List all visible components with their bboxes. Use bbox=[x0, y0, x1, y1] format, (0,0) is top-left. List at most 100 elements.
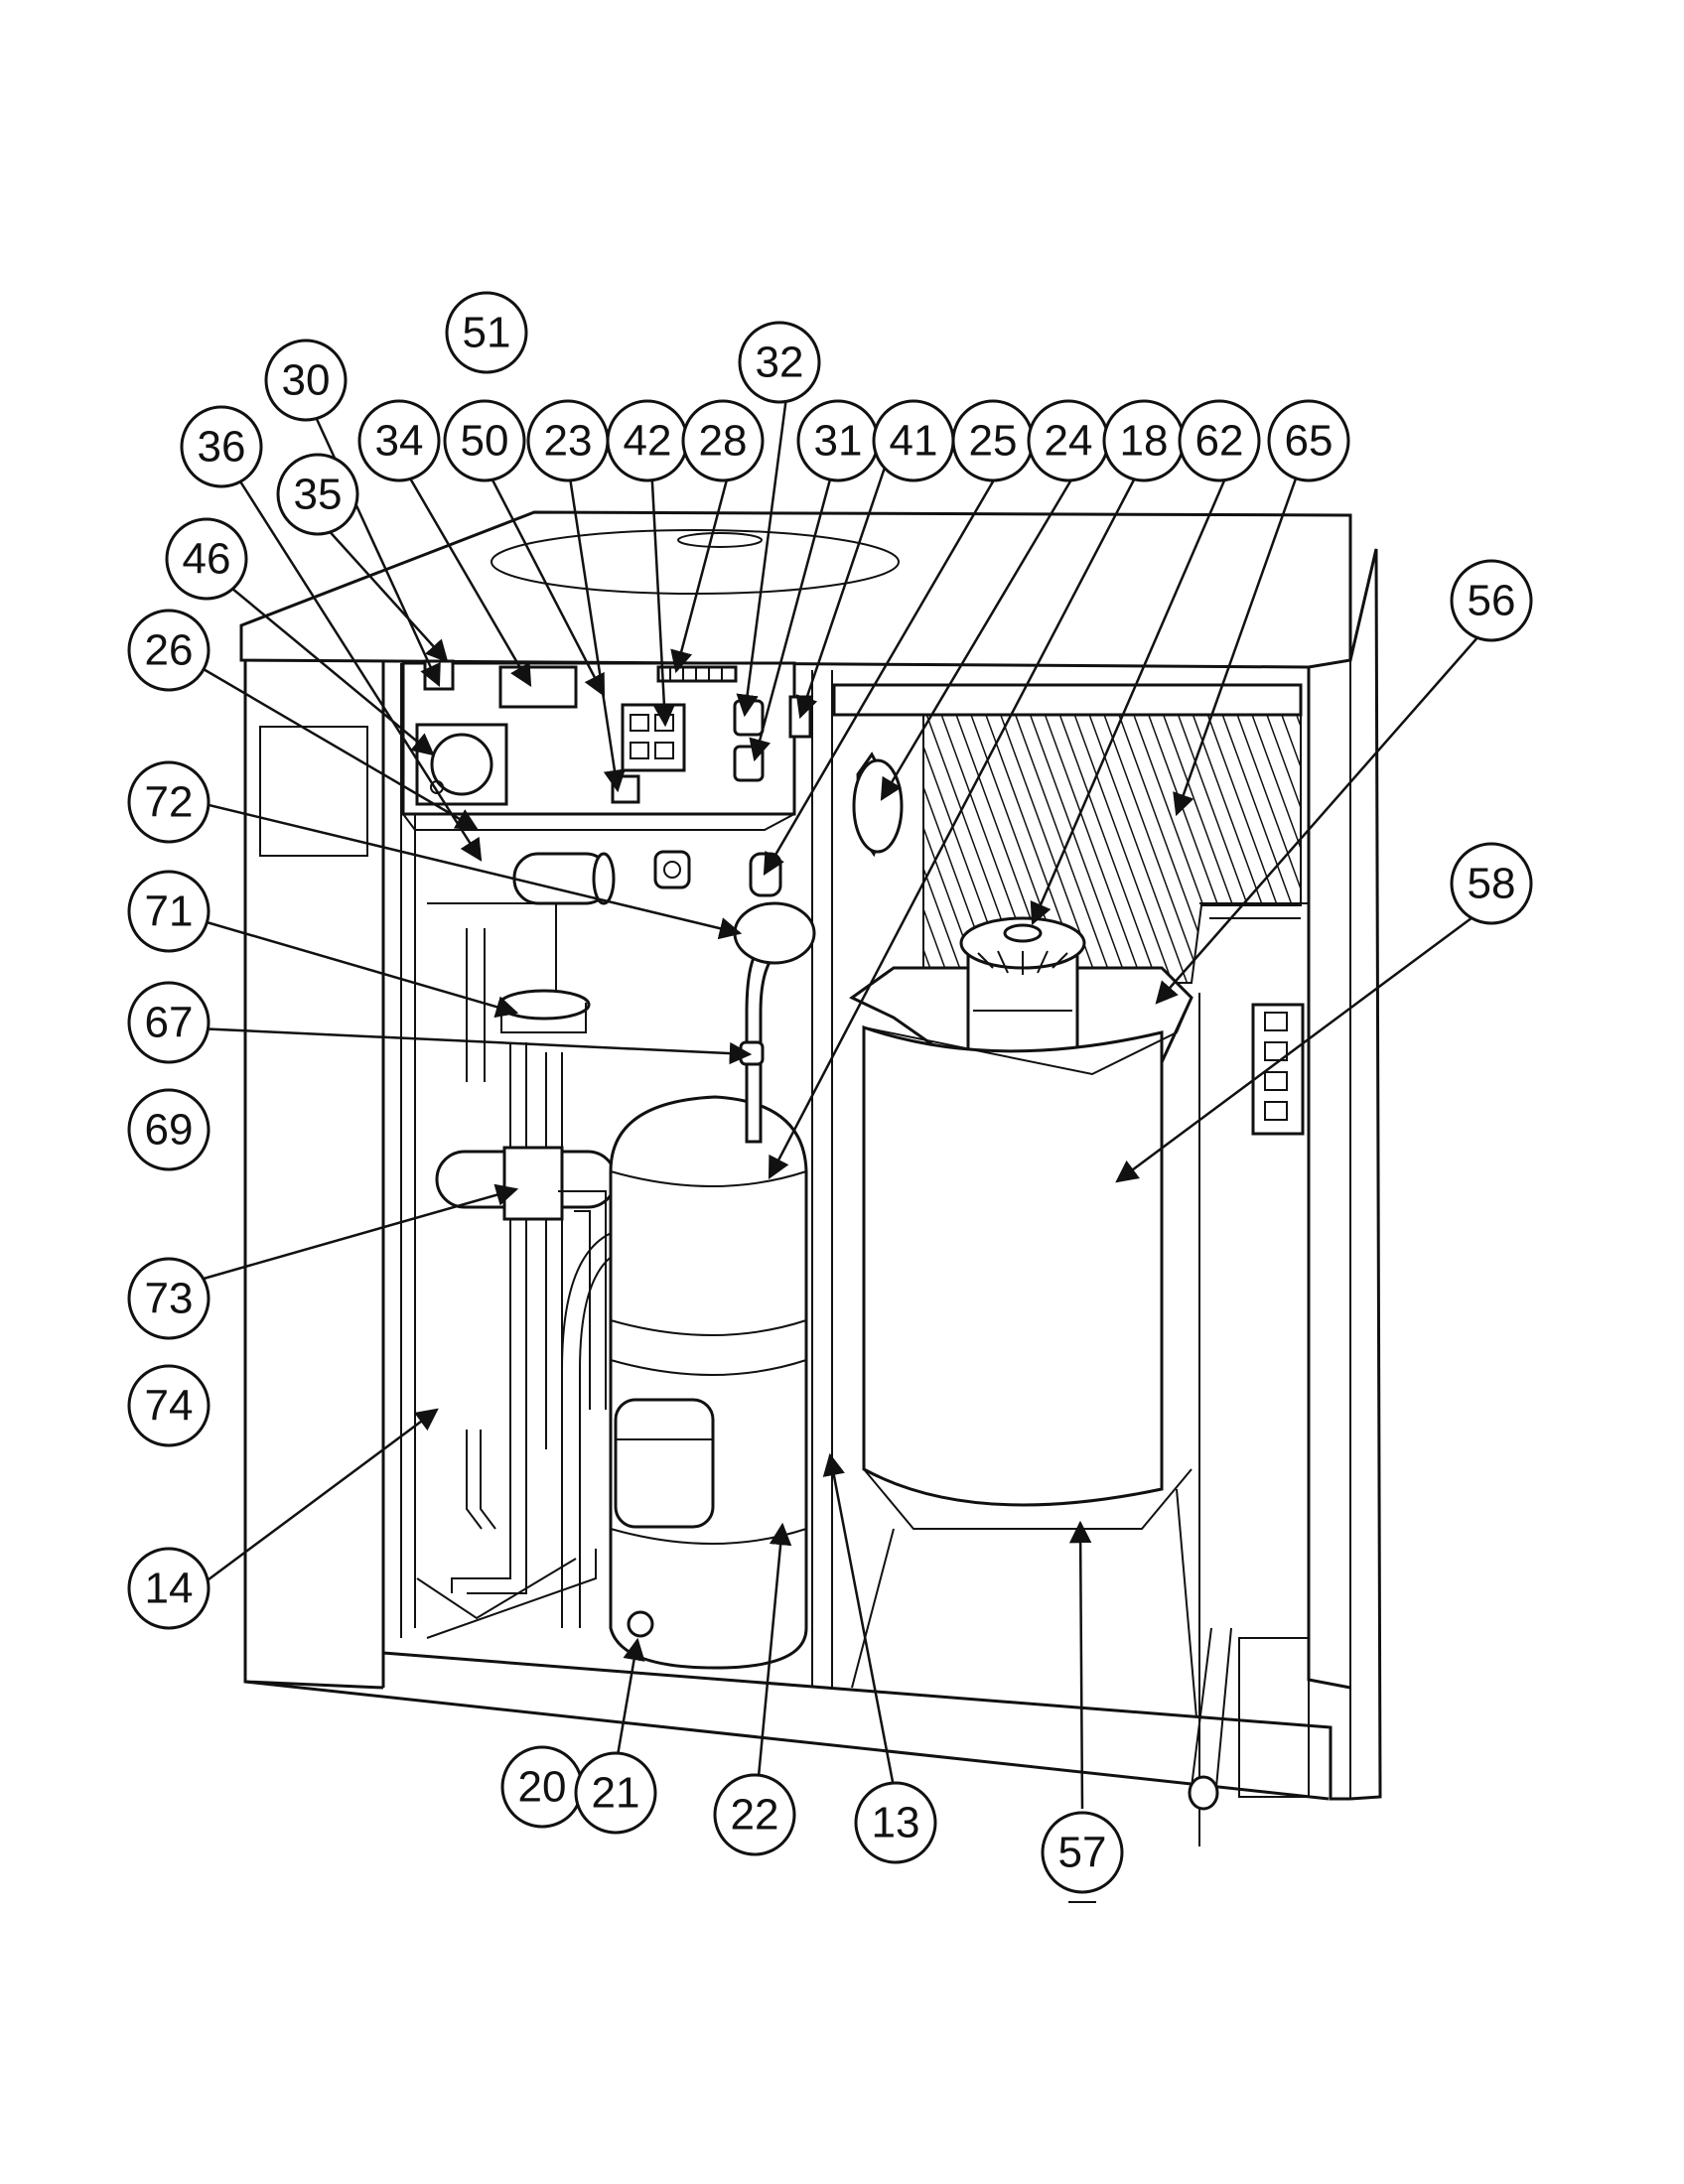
callout-28: 28 bbox=[681, 399, 765, 482]
callout-label-50: 50 bbox=[461, 417, 509, 466]
leader-22 bbox=[756, 1522, 792, 1788]
callout-62: 62 bbox=[1178, 399, 1261, 482]
callout-label-46: 46 bbox=[183, 535, 231, 584]
leader-13 bbox=[822, 1452, 896, 1788]
callout-57: 57 bbox=[1041, 1811, 1124, 1894]
callout-42: 42 bbox=[606, 399, 689, 482]
cabinet bbox=[239, 510, 1382, 1801]
callout-label-28: 28 bbox=[699, 417, 748, 466]
callout-65: 65 bbox=[1267, 399, 1350, 482]
callout-label-24: 24 bbox=[1045, 417, 1093, 466]
callout-71: 71 bbox=[127, 870, 210, 953]
leader-21 bbox=[614, 1637, 645, 1768]
leader-18 bbox=[768, 464, 1144, 1179]
piping-assembly bbox=[416, 852, 642, 1639]
callout-13: 13 bbox=[854, 1781, 937, 1864]
callout-label-14: 14 bbox=[145, 1565, 194, 1613]
leader-26 bbox=[196, 663, 479, 831]
callout-23: 23 bbox=[526, 399, 610, 482]
callout-74: 74 bbox=[127, 1364, 210, 1447]
callout-label-36: 36 bbox=[198, 423, 246, 472]
callout-label-31: 31 bbox=[814, 417, 863, 466]
condenser-shroud bbox=[849, 902, 1310, 1846]
callout-18: 18 bbox=[1102, 399, 1186, 482]
callout-label-65: 65 bbox=[1285, 417, 1333, 466]
leader-41 bbox=[795, 464, 888, 720]
callout-34: 34 bbox=[357, 399, 441, 482]
leader-36 bbox=[238, 480, 483, 862]
callout-32: 32 bbox=[738, 321, 821, 404]
callout-20: 20 bbox=[500, 1745, 584, 1829]
callout-22: 22 bbox=[713, 1773, 796, 1856]
callout-50: 50 bbox=[443, 399, 526, 482]
callout-31: 31 bbox=[796, 399, 880, 482]
leader-35 bbox=[324, 525, 449, 663]
leader-71 bbox=[196, 917, 519, 1019]
callout-35: 35 bbox=[276, 453, 359, 536]
leader-34 bbox=[400, 464, 532, 687]
callout-24: 24 bbox=[1027, 399, 1110, 482]
callout-14: 14 bbox=[127, 1547, 210, 1630]
leader-73 bbox=[196, 1183, 519, 1283]
callout-58: 58 bbox=[1450, 842, 1533, 925]
leader-32 bbox=[736, 396, 788, 718]
leader-31 bbox=[749, 464, 836, 762]
callout-label-41: 41 bbox=[890, 417, 938, 466]
leader-56 bbox=[1155, 634, 1480, 1005]
callout-26: 26 bbox=[127, 609, 210, 692]
callout-label-42: 42 bbox=[624, 417, 672, 466]
leader-24 bbox=[880, 464, 1082, 801]
callout-label-21: 21 bbox=[592, 1769, 640, 1818]
leader-lines bbox=[196, 396, 1492, 1810]
leader-67 bbox=[196, 1026, 753, 1065]
leader-65 bbox=[1173, 464, 1303, 817]
leader-62 bbox=[1030, 464, 1233, 926]
callout-label-23: 23 bbox=[544, 417, 593, 466]
leader-58 bbox=[1115, 901, 1492, 1183]
callout-label-72: 72 bbox=[145, 778, 194, 827]
leader-42 bbox=[649, 464, 676, 728]
callout-label-25: 25 bbox=[969, 417, 1018, 466]
leader-25 bbox=[763, 464, 1005, 876]
callout-label-67: 67 bbox=[145, 999, 194, 1047]
leader-72 bbox=[196, 800, 743, 940]
callouts: 51 30 32 36 34 50 23 42 28 31 41 25 24 1… bbox=[127, 291, 1533, 1903]
callout-label-56: 56 bbox=[1468, 577, 1516, 625]
compressor bbox=[609, 901, 816, 1670]
leader-14 bbox=[196, 1408, 439, 1590]
callout-label-57: 57 bbox=[1058, 1829, 1107, 1877]
callout-51: 51 bbox=[445, 291, 528, 374]
callout-label-26: 26 bbox=[145, 626, 194, 675]
callout-56: 56 bbox=[1450, 559, 1533, 642]
callout-label-32: 32 bbox=[756, 339, 804, 387]
callout-41: 41 bbox=[872, 399, 955, 482]
callout-label-20: 20 bbox=[518, 1763, 567, 1812]
callout-label-69: 69 bbox=[145, 1106, 194, 1155]
callout-67: 67 bbox=[127, 981, 210, 1064]
callout-73: 73 bbox=[127, 1257, 210, 1340]
callout-72: 72 bbox=[127, 760, 210, 844]
callout-label-62: 62 bbox=[1195, 417, 1244, 466]
callout-label-74: 74 bbox=[145, 1382, 194, 1431]
callout-21: 21 bbox=[574, 1751, 657, 1835]
leader-57 bbox=[1068, 1520, 1092, 1810]
leader-23 bbox=[566, 464, 627, 793]
callout-label-18: 18 bbox=[1120, 417, 1169, 466]
callout-30: 30 bbox=[264, 339, 348, 422]
callout-label-22: 22 bbox=[731, 1791, 779, 1840]
callout-25: 25 bbox=[951, 399, 1035, 482]
leader-28 bbox=[670, 464, 733, 674]
callout-label-34: 34 bbox=[375, 417, 424, 466]
callout-69: 69 bbox=[127, 1088, 210, 1171]
callout-36: 36 bbox=[180, 405, 263, 488]
callout-46: 46 bbox=[165, 517, 248, 601]
callout-label-73: 73 bbox=[145, 1275, 194, 1323]
leader-50 bbox=[483, 464, 606, 697]
leader-46 bbox=[219, 578, 435, 756]
callout-label-35: 35 bbox=[294, 471, 343, 519]
callout-label-51: 51 bbox=[463, 309, 511, 357]
callout-label-13: 13 bbox=[872, 1799, 920, 1847]
callout-label-71: 71 bbox=[145, 887, 194, 936]
callout-label-58: 58 bbox=[1468, 860, 1516, 908]
